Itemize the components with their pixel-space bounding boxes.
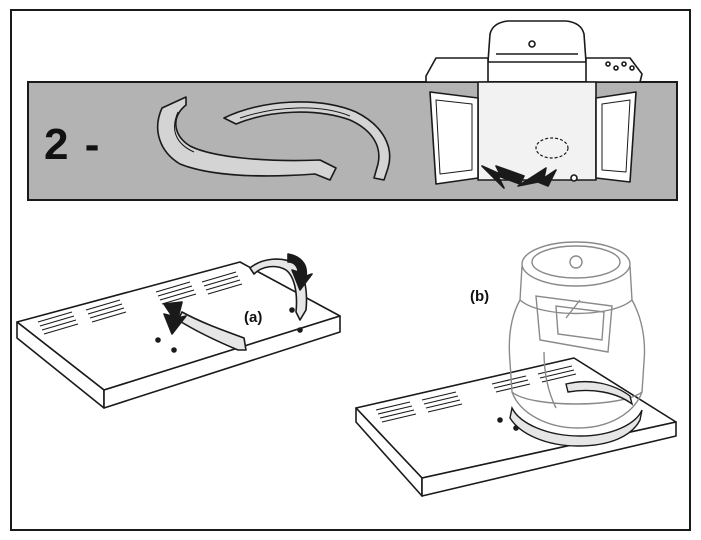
bracket-piece-a2: [249, 258, 308, 321]
base-board-a-illustration: [16, 253, 341, 409]
bracket-ring-b: [509, 381, 643, 447]
grill-left-door: [429, 91, 479, 185]
vent-slots-a: [37, 271, 243, 335]
gas-tank-illustration: [508, 241, 646, 429]
vent-slots-b: [375, 365, 577, 423]
bracket-pieces-illustration: [156, 96, 391, 181]
grill-right-door: [595, 91, 637, 183]
step-number-label: 2 -: [44, 120, 102, 169]
bracket-piece-right: [223, 101, 391, 181]
direction-arrow-icon: [481, 165, 525, 189]
rotate-arrow-icon-a1: [163, 301, 187, 335]
sub-figure-label-a: (a): [244, 309, 263, 326]
sub-figure-label-b: (b): [470, 288, 490, 305]
grill-left-shelf: [425, 57, 489, 83]
grill-lid: [487, 20, 587, 63]
direction-arrow-icon-2: [517, 167, 557, 187]
bracket-piece-a1: [177, 311, 247, 351]
bracket-piece-left: [156, 96, 337, 181]
grill-right-shelf: [585, 57, 643, 83]
grill-illustration: [425, 20, 643, 189]
rotate-arrow-icon-a2: [287, 253, 313, 291]
